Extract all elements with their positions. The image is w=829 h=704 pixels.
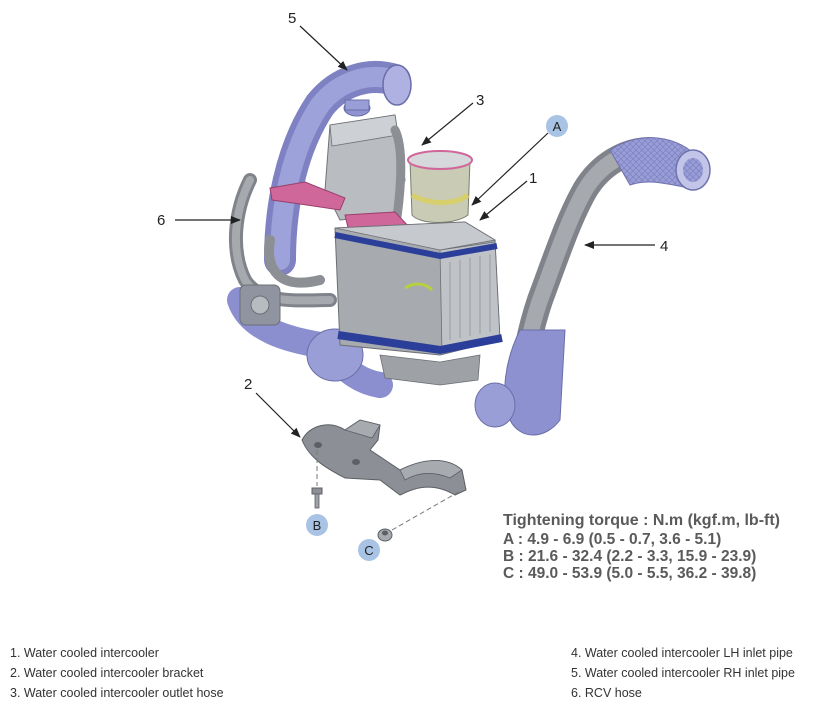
coolant-reservoir <box>324 99 406 295</box>
parts-legend-left: 1. Water cooled intercooler 2. Water coo… <box>10 643 224 703</box>
torque-spec-a: A : 4.9 - 6.9 (0.5 - 0.7, 3.6 - 5.1) <box>503 531 722 548</box>
svg-text:C: C <box>364 543 373 558</box>
torque-spec-c: C : 49.0 - 53.9 (5.0 - 5.5, 36.2 - 39.8) <box>503 565 757 582</box>
legend-item-1: 1. Water cooled intercooler <box>10 646 159 660</box>
parts-legend-right: 4. Water cooled intercooler LH inlet pip… <box>571 643 795 703</box>
callout-2: 2 <box>244 376 252 393</box>
legend-item-2: 2. Water cooled intercooler bracket <box>10 666 204 680</box>
callout-1: 1 <box>529 170 537 187</box>
torque-spec-b: B : 21.6 - 32.4 (2.2 - 3.3, 15.9 - 23.9) <box>503 548 757 565</box>
callout-5: 5 <box>288 10 296 27</box>
circle-label-a: A <box>546 115 568 137</box>
legend-item-3: 3. Water cooled intercooler outlet hose <box>10 686 224 700</box>
legend-item-5: 5. Water cooled intercooler RH inlet pip… <box>571 666 795 680</box>
intercooler-assembly-diagram: 5 3 1 6 4 2 A B C <box>157 10 711 561</box>
lh-inlet-pipe <box>474 137 711 436</box>
intercooler-bracket <box>301 419 467 496</box>
callout-6: 6 <box>157 212 165 229</box>
svg-text:A: A <box>553 119 562 134</box>
rh-inlet-pipe <box>264 61 412 276</box>
circle-label-c: C <box>358 539 380 561</box>
svg-text:B: B <box>313 518 322 533</box>
callout-4: 4 <box>660 238 668 255</box>
callout-3: 3 <box>476 92 484 109</box>
circle-label-b: B <box>306 514 328 536</box>
leader-lines <box>175 25 655 438</box>
legend-item-6: 6. RCV hose <box>571 686 642 700</box>
intercooler-outlet-hose <box>407 150 473 223</box>
rcv-hose <box>229 173 337 308</box>
torque-title: Tightening torque : N.m (kgf.m, lb-ft) <box>503 512 780 529</box>
nut-c-centerline <box>391 489 463 531</box>
legend-item-4: 4. Water cooled intercooler LH inlet pip… <box>571 646 793 660</box>
nut-c <box>377 528 393 542</box>
tightening-torque-specs: Tightening torque : N.m (kgf.m, lb-ft) A… <box>503 511 780 582</box>
bolt-b <box>311 487 323 509</box>
water-cooled-intercooler <box>334 221 503 386</box>
